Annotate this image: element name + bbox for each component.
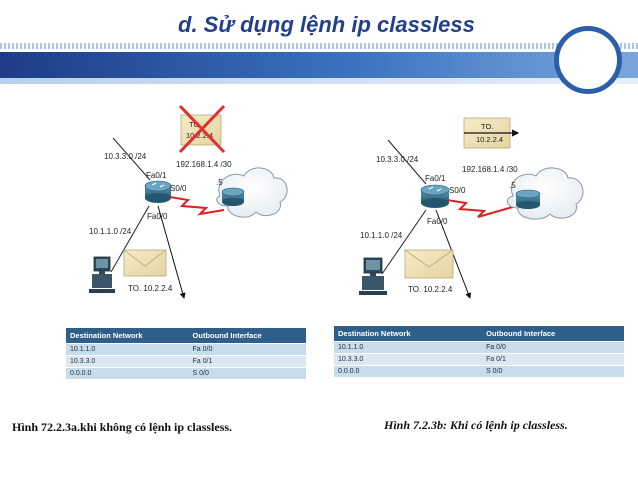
right-s00-label: S0/0 [449, 186, 466, 195]
left-s00-label: S0/0 [170, 184, 187, 193]
table-row: 10.1.1.0 Fa 0/0 [334, 342, 624, 354]
table-cell: Fa 0/0 [189, 344, 306, 356]
table-cell: 0.0.0.0 [66, 368, 189, 380]
right-net-serial-label: 192.168.1.4 /30 [462, 165, 518, 174]
right-net-top-label: 10.3.3.0 /24 [376, 155, 419, 164]
table-cell: S 0/0 [482, 366, 624, 378]
left-col-interface: Outbound Interface [189, 328, 306, 344]
left-table-header-row: Destination Network Outbound Interface [66, 328, 306, 344]
table-cell: 10.1.1.0 [334, 342, 482, 354]
left-dot5-label: .5 [216, 178, 223, 187]
left-remote-router-icon [222, 188, 244, 206]
table-row: 10.3.3.0 Fa 0/1 [334, 354, 624, 366]
left-packet-bottom-label: TO. 10.2.2.4 [128, 284, 173, 293]
right-packet-bottom-label: TO. 10.2.2.4 [408, 285, 453, 294]
table-row: 0.0.0.0 S 0/0 [66, 368, 306, 380]
left-net-top-label: 10.3.3.0 /24 [104, 152, 147, 161]
left-net-bottom-label: 10.1.1.0 /24 [89, 227, 132, 236]
left-diagram: TO. 10.2.2.4 [89, 106, 287, 298]
table-cell: 0.0.0.0 [334, 366, 482, 378]
table-cell: Fa 0/1 [189, 356, 306, 368]
right-router-icon [421, 185, 449, 208]
right-packet-top-line1: TO. [481, 122, 493, 131]
left-fa01-label: Fa0/1 [146, 171, 167, 180]
table-row: 0.0.0.0 S 0/0 [334, 366, 624, 378]
table-cell: 10.3.3.0 [334, 354, 482, 366]
table-cell: 10.1.1.0 [66, 344, 189, 356]
left-router-icon [145, 181, 171, 203]
left-routing-table: Destination Network Outbound Interface 1… [66, 328, 306, 379]
left-computer-icon [89, 257, 115, 293]
table-cell: Fa 0/0 [482, 342, 624, 354]
right-envelope-icon [405, 250, 453, 278]
table-cell: Fa 0/1 [482, 354, 624, 366]
left-fa00-label: Fa0/0 [147, 212, 168, 221]
right-computer-icon [359, 258, 387, 295]
left-envelope-icon [124, 250, 166, 276]
right-remote-router-icon [516, 190, 540, 209]
table-row: 10.1.1.0 Fa 0/0 [66, 344, 306, 356]
right-dot5-label: .5 [509, 181, 516, 190]
right-serial-link [447, 200, 516, 217]
right-table-header-row: Destination Network Outbound Interface [334, 326, 624, 342]
left-serial-link [170, 197, 224, 214]
left-col-destination: Destination Network [66, 328, 189, 344]
right-diagram: TO. 10.2.2.4 [359, 118, 583, 298]
table-cell: S 0/0 [189, 368, 306, 380]
right-caption: Hình 7.2.3b: Khi có lệnh ip classless. [384, 418, 568, 433]
table-cell: 10.3.3.0 [66, 356, 189, 368]
right-packet-top-line2: 10.2.2.4 [476, 135, 503, 144]
right-fa01-label: Fa0/1 [425, 174, 446, 183]
right-routing-table: Destination Network Outbound Interface 1… [334, 326, 624, 377]
right-fa00-label: Fa0/0 [427, 217, 448, 226]
right-net-bottom-label: 10.1.1.0 /24 [360, 231, 403, 240]
left-caption: Hình 72.2.3a.khi không có lệnh ip classl… [12, 420, 232, 435]
right-col-destination: Destination Network [334, 326, 482, 342]
right-col-interface: Outbound Interface [482, 326, 624, 342]
table-row: 10.3.3.0 Fa 0/1 [66, 356, 306, 368]
left-net-serial-label: 192.168.1.4 /30 [176, 160, 232, 169]
